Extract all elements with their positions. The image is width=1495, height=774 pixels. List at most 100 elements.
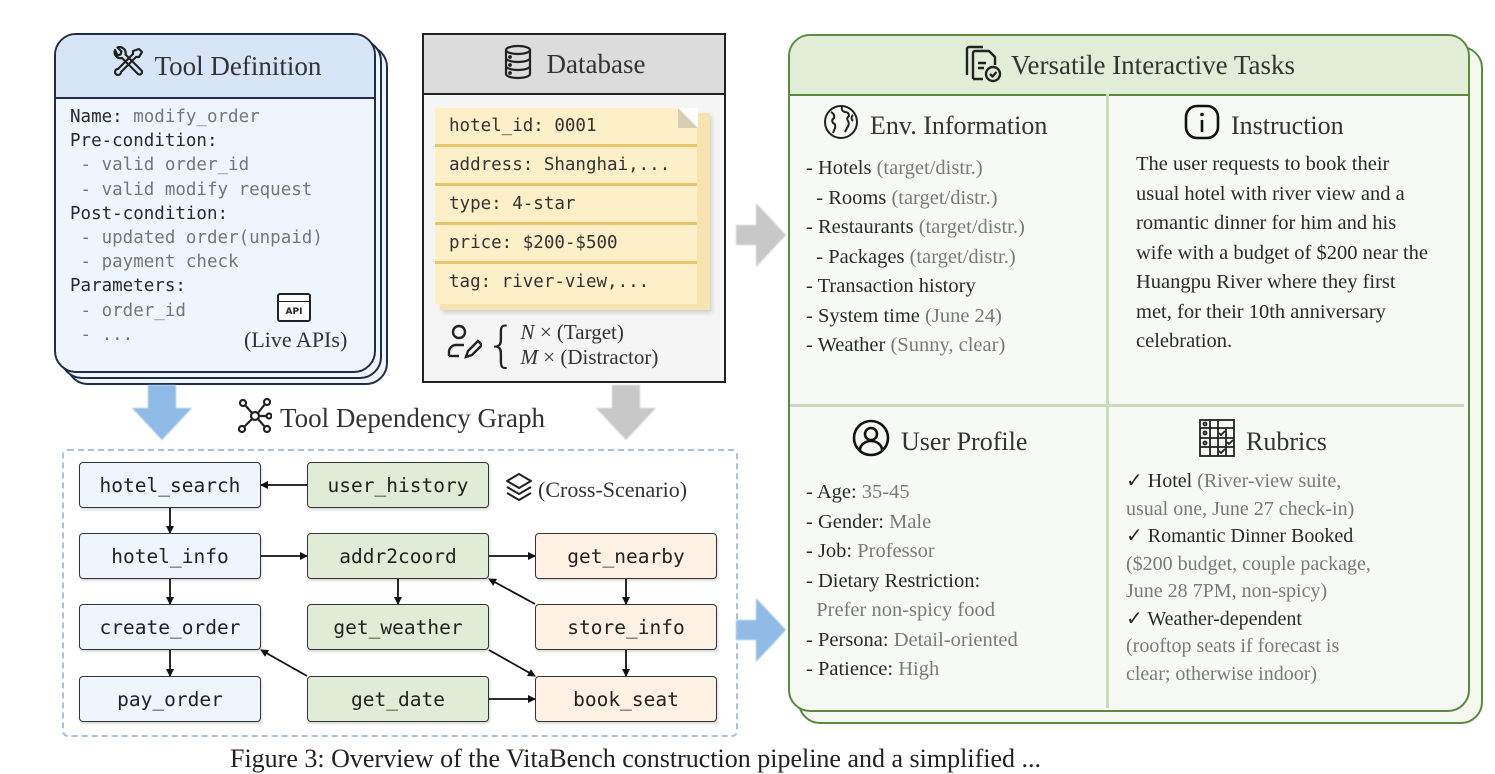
line-value: - valid order_id: [70, 155, 250, 176]
rubric-detail: ($200 budget, couple package,: [1126, 552, 1371, 575]
note-folded-corner: [678, 108, 698, 128]
instruction-heading: Instruction: [1183, 103, 1344, 148]
cross-scenario-legend: (Cross-Scenario): [504, 471, 687, 508]
item-label: - Transaction history: [806, 275, 976, 297]
tool-definition-line: Name: modify_order: [70, 105, 374, 129]
profile-item: Prefer non-spicy food: [806, 596, 1018, 626]
user-profile-title: User Profile: [901, 426, 1028, 456]
item-label: - Packages: [806, 245, 910, 268]
tool-definition-line: Parameters:: [70, 274, 374, 298]
node-get-date[interactable]: get_date: [307, 676, 489, 722]
tool-definition-line: - payment check: [70, 250, 374, 274]
count-label: (Distractor): [560, 345, 659, 369]
node-get-weather[interactable]: get_weather: [307, 604, 489, 650]
rubric-criterion: ✓ Romantic Dinner Booked: [1126, 525, 1354, 547]
node-hotel-search[interactable]: hotel_search: [79, 462, 261, 508]
quadrant-divider-horizontal: [790, 404, 1464, 407]
record-field: tag: river-view,...: [449, 272, 650, 292]
user-profile-list: - Age: 35-45- Gender: Male- Job: Profess…: [806, 478, 1018, 685]
node-pay-order[interactable]: pay_order: [79, 676, 261, 722]
arrow-tool-to-graph: [132, 385, 192, 440]
api-badge-label: API: [285, 307, 303, 317]
line-value: - ...: [70, 324, 134, 345]
user-edit-icon: [446, 323, 484, 368]
item-label: - Rooms: [806, 186, 892, 209]
item-label: - Gender:: [806, 510, 890, 533]
rubrics-heading: Rubrics: [1198, 418, 1327, 465]
item-value: Detail-oriented: [893, 628, 1018, 651]
dependency-graph-heading: Tool Dependency Graph: [237, 397, 545, 439]
rubric-line: clear; otherwise indoor): [1126, 661, 1317, 689]
env-information-heading: Env. Information: [822, 103, 1047, 148]
arrow-db-to-graph: [596, 385, 656, 440]
rubric-detail: June 28 7PM, non-spicy): [1126, 580, 1328, 602]
user-circle-icon: [851, 418, 891, 465]
versatile-tasks-header: Versatile Interactive Tasks: [790, 36, 1468, 96]
env-item: - Restaurants (target/distr.): [806, 213, 1025, 243]
live-apis-label: (Live APIs): [244, 327, 348, 352]
tool-definition-line: Pre-condition:: [70, 129, 374, 153]
node-store-info[interactable]: store_info: [535, 604, 717, 650]
item-value: Male: [889, 510, 932, 533]
record-separator: [435, 222, 697, 225]
rubric-detail: (rooftop seats if forecast is: [1126, 635, 1340, 657]
versatile-tasks-card: Versatile Interactive Tasks: [788, 34, 1470, 712]
rubric-criterion: ✓ Hotel: [1126, 470, 1198, 492]
item-value: (June 24): [925, 304, 1002, 327]
database-title: Database: [546, 48, 646, 79]
count-distractor: M × (Distractor): [521, 345, 659, 370]
profile-item: - Age: 35-45: [806, 478, 1018, 508]
record-separator: [435, 183, 697, 186]
count-var: M: [520, 345, 539, 369]
dependency-graph-frame: [62, 449, 738, 737]
line-key: Post-condition:: [70, 203, 229, 224]
record-field: price: $200-$500: [449, 233, 618, 253]
item-value: Professor: [857, 540, 935, 562]
record-separator: [435, 144, 697, 147]
item-value: (target/distr.): [891, 186, 998, 209]
line-key: Pre-condition:: [70, 131, 218, 152]
rubric-detail: (River-view suite,: [1197, 470, 1342, 492]
rubric-line: (rooftop seats if forecast is: [1126, 633, 1339, 661]
globe-icon: [822, 103, 860, 148]
item-label: - System time: [806, 304, 926, 327]
item-label: [806, 599, 816, 621]
versatile-tasks-title: Versatile Interactive Tasks: [1010, 49, 1295, 80]
node-book-seat[interactable]: book_seat: [535, 676, 717, 722]
item-label: - Weather: [806, 334, 891, 356]
node-addr2coord[interactable]: addr2coord: [307, 533, 489, 579]
line-value: - payment check: [70, 252, 239, 273]
node-create-order[interactable]: create_order: [79, 604, 261, 650]
tool-definition-line: - ...: [70, 323, 374, 347]
line-value: - valid modify request: [70, 179, 313, 200]
database-entity-counts: { N × (Target) M × (Distractor): [446, 320, 658, 370]
tools-icon: [109, 45, 145, 87]
tool-definition-line: - order_id: [70, 299, 374, 323]
rubric-criterion: ✓ Weather-dependent: [1126, 607, 1302, 630]
record-separator: [435, 261, 697, 264]
item-value: 35-45: [861, 481, 910, 503]
edge-get-weather-to-book-seat: [488, 649, 536, 677]
instruction-title: Instruction: [1231, 110, 1344, 140]
profile-item: - Persona: Detail-oriented: [806, 626, 1018, 656]
instruction-text: The user requests to book their usual ho…: [1136, 153, 1429, 352]
env-item: - Transaction history: [806, 272, 1025, 302]
rubric-line: June 28 7PM, non-spicy): [1126, 578, 1327, 606]
api-icon: API: [277, 293, 311, 322]
line-key: Name:: [70, 107, 134, 127]
line-value: modify_order: [133, 107, 260, 127]
node-user-history[interactable]: user_history: [307, 462, 489, 508]
node-get-nearby[interactable]: get_nearby: [535, 533, 717, 579]
tool-definition-line: - updated order(unpaid): [70, 226, 374, 250]
rubric-detail: usual one, June 27 check-in): [1126, 497, 1355, 520]
line-value: - updated order(unpaid): [70, 228, 323, 249]
item-label: - Age:: [806, 481, 862, 503]
edge-store-info-to-addr2coord: [488, 578, 536, 605]
node-hotel-info[interactable]: hotel_info: [79, 533, 261, 579]
env-item: - Hotels (target/distr.): [806, 154, 1025, 184]
rubric-checklist-icon: [1198, 418, 1236, 465]
task-document-check-icon: [963, 43, 1003, 88]
